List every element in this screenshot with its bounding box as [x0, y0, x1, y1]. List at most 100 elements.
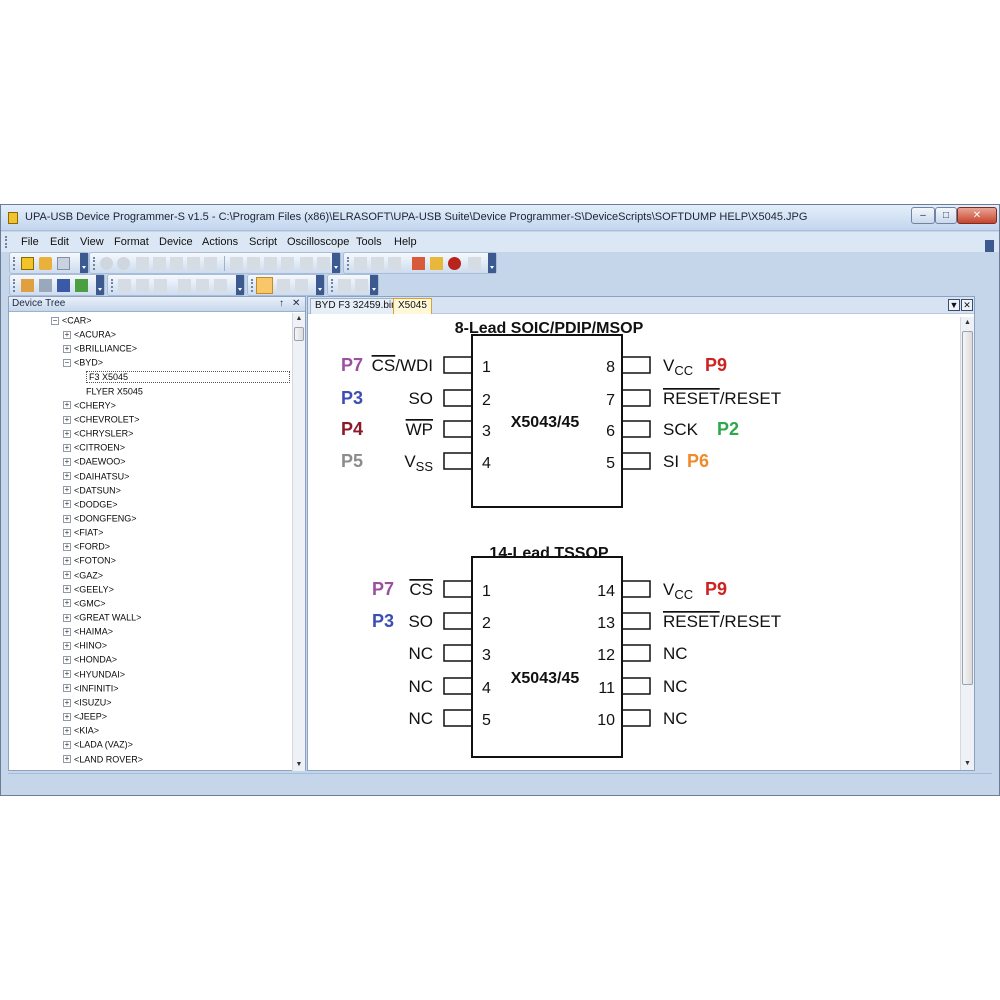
cut-icon[interactable] — [136, 257, 149, 270]
stop-icon[interactable] — [355, 279, 368, 292]
expand-icon[interactable]: + — [63, 471, 71, 481]
copy-icon[interactable] — [153, 257, 166, 270]
expand-icon[interactable]: + — [63, 598, 71, 608]
paste-icon[interactable] — [170, 257, 183, 270]
format-icon[interactable] — [154, 279, 167, 292]
scroll-down-arrow[interactable]: ▼ — [295, 761, 303, 768]
tree-item[interactable]: +<FORD> — [63, 541, 110, 555]
tree-item[interactable]: +<KIA> — [63, 725, 99, 739]
expand-icon[interactable]: + — [63, 329, 71, 339]
script-icon[interactable] — [412, 257, 425, 270]
goto-icon[interactable] — [281, 257, 294, 270]
format-icon[interactable] — [178, 279, 191, 292]
delete-icon[interactable] — [187, 257, 200, 270]
bug-icon[interactable] — [448, 257, 461, 270]
collapse-icon[interactable]: − — [51, 315, 59, 325]
expand-icon[interactable]: + — [63, 655, 71, 665]
verify-icon[interactable] — [388, 257, 401, 270]
menu-device[interactable]: Device — [159, 236, 193, 248]
toolbar-overflow[interactable] — [370, 275, 378, 295]
format-icon[interactable] — [214, 279, 227, 292]
toolbar-overflow[interactable] — [332, 253, 340, 273]
expand-icon[interactable]: + — [63, 499, 71, 509]
play-icon[interactable] — [338, 279, 351, 292]
tree-item[interactable]: +<HINO> — [63, 640, 107, 654]
tab-x5045[interactable]: X5045 — [393, 298, 432, 314]
tree-item[interactable]: +<DAIHATSU> — [63, 471, 129, 485]
open-folder-icon[interactable] — [39, 257, 52, 270]
tree-item[interactable]: −<BYD> — [63, 357, 103, 371]
expand-icon[interactable]: + — [63, 683, 71, 693]
scroll-up-arrow[interactable]: ▲ — [964, 319, 971, 326]
pin-icon[interactable]: ↑ — [279, 298, 284, 309]
menu-file[interactable]: File — [21, 236, 39, 248]
tree-item[interactable]: +<FIAT> — [63, 527, 103, 541]
tree-item[interactable]: +<HONDA> — [63, 654, 117, 668]
tree-item[interactable]: +<CHEVROLET> — [63, 414, 140, 428]
find-next-icon[interactable] — [247, 257, 260, 270]
toolbar-overflow[interactable] — [236, 275, 244, 295]
menu-actions[interactable]: Actions — [202, 236, 239, 248]
format-icon[interactable] — [136, 279, 149, 292]
tree-item[interactable]: +<FOTON> — [63, 555, 116, 569]
tree-item[interactable]: +<ISUZU> — [63, 697, 112, 711]
read-icon[interactable] — [354, 257, 367, 270]
save-icon[interactable] — [57, 257, 70, 270]
fill-icon[interactable] — [300, 257, 313, 270]
expand-icon[interactable]: + — [63, 640, 71, 650]
expand-icon[interactable]: + — [63, 414, 71, 424]
expand-icon[interactable]: + — [63, 739, 71, 749]
compare-icon[interactable] — [317, 257, 330, 270]
tree-item[interactable]: +<DONGFENG> — [63, 513, 137, 527]
toolbar-overflow[interactable] — [96, 275, 104, 295]
move-icon[interactable] — [75, 279, 88, 292]
expand-icon[interactable]: + — [63, 612, 71, 622]
collapse-icon[interactable]: − — [63, 357, 71, 367]
menu-edit[interactable]: Edit — [50, 236, 69, 248]
tab-byd-f3-bin[interactable]: BYD F3 32459.bin — [310, 298, 402, 314]
expand-icon[interactable]: + — [63, 570, 71, 580]
expand-icon[interactable]: + — [63, 754, 71, 764]
title-bar[interactable]: UPA-USB Device Programmer-S v1.5 - C:\Pr… — [1, 205, 999, 231]
tree-item[interactable]: +<DODGE> — [63, 499, 118, 513]
tree-item[interactable]: +<INFINITI> — [63, 683, 119, 697]
expand-icon[interactable]: + — [63, 711, 71, 721]
tree-item[interactable]: +<GMC> — [63, 598, 106, 612]
scroll-up-arrow[interactable]: ▲ — [295, 315, 303, 322]
scroll-thumb[interactable] — [962, 331, 973, 685]
format-icon[interactable] — [196, 279, 209, 292]
menu-overflow-button[interactable] — [985, 240, 994, 252]
zoom-icon[interactable] — [277, 279, 290, 292]
scroll-down-arrow[interactable]: ▼ — [964, 760, 971, 767]
open-script-icon[interactable] — [430, 257, 443, 270]
menu-format[interactable]: Format — [114, 236, 149, 248]
tree-item[interactable]: +<CHRYSLER> — [63, 428, 133, 442]
viewer-scrollbar[interactable]: ▲ ▼ — [960, 317, 974, 770]
menu-help[interactable]: Help — [394, 236, 417, 248]
tree-item[interactable]: +<GREAT WALL> — [63, 612, 141, 626]
tree-item[interactable]: +<ACURA> — [63, 329, 116, 343]
toolbar-overflow[interactable] — [80, 253, 88, 273]
minimize-button[interactable]: – — [911, 207, 935, 224]
new-file-icon[interactable] — [21, 257, 34, 270]
expand-icon[interactable]: + — [63, 697, 71, 707]
tree-scrollbar[interactable]: ▲ ▼ — [292, 313, 305, 771]
device-info-icon[interactable] — [468, 257, 481, 270]
tree-item[interactable]: +<DATSUN> — [63, 485, 121, 499]
tree-item[interactable]: +<GAZ> — [63, 570, 103, 584]
menu-view[interactable]: View — [80, 236, 104, 248]
maximize-button[interactable]: □ — [935, 207, 957, 224]
expand-icon[interactable]: + — [63, 527, 71, 537]
expand-icon[interactable]: + — [63, 556, 71, 566]
tree-item[interactable]: +<LAND ROVER> — [63, 754, 143, 768]
tree-item[interactable]: +<GEELY> — [63, 584, 114, 598]
settings-icon[interactable] — [39, 279, 52, 292]
expand-icon[interactable]: + — [63, 400, 71, 410]
fit-icon[interactable] — [57, 279, 70, 292]
hand-icon[interactable] — [295, 279, 308, 292]
tree-item[interactable]: +<HAIMA> — [63, 626, 113, 640]
expand-icon[interactable]: + — [63, 343, 71, 353]
toolbar-overflow[interactable] — [488, 253, 496, 273]
tree-item[interactable]: +<DAEWOO> — [63, 456, 126, 470]
format-icon[interactable] — [118, 279, 131, 292]
